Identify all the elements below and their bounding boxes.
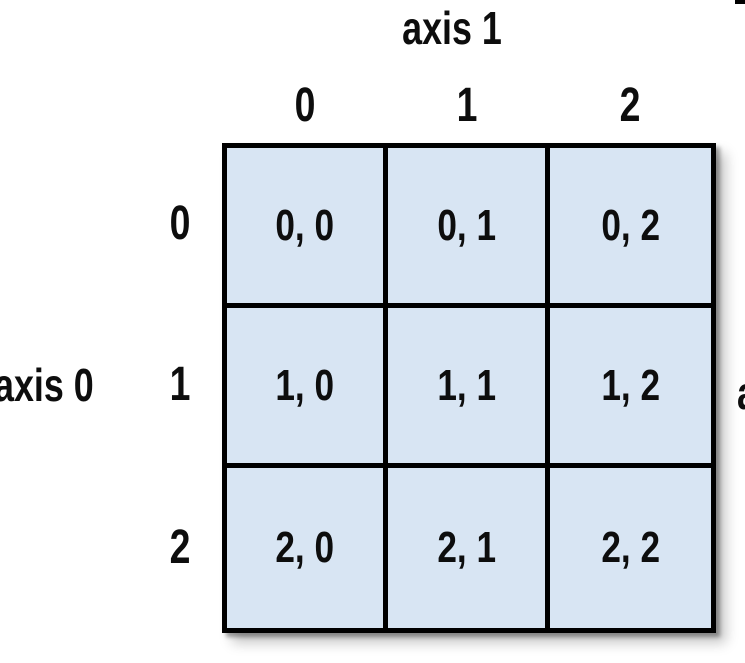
cell-label: 2, 1: [437, 523, 496, 572]
axis0-label: axis 0: [0, 359, 94, 411]
column-header-2: 2: [619, 79, 641, 132]
cell-label: 1, 1: [437, 360, 496, 410]
array-cell-0-2: 0, 2: [549, 148, 711, 308]
array-grid: 0, 0 0, 1 0, 2 1, 0 1, 1 1, 2 2, 0 2, 1 …: [222, 143, 716, 633]
axis1-label: axis 1: [402, 2, 502, 54]
array-cell-0-1: 0, 1: [388, 148, 550, 308]
cell-label: 0, 0: [275, 200, 335, 250]
cell-label: 0, 1: [437, 200, 496, 250]
array-cell-1-2: 1, 2: [549, 308, 711, 468]
cell-label: 1, 2: [600, 360, 660, 410]
array-cell-2-0: 2, 0: [227, 468, 389, 628]
column-header-1: 1: [456, 79, 478, 132]
array-cell-1-0: 1, 0: [227, 308, 389, 468]
array-cell-2-2: 2, 2: [549, 468, 711, 628]
row-header-1: 1: [169, 358, 191, 411]
page-rule-fragment: [735, 0, 745, 4]
cell-label: 2, 0: [275, 523, 335, 572]
cell-label: 1, 0: [275, 360, 335, 410]
array-cell-2-1: 2, 1: [388, 468, 550, 628]
array-cell-1-1: 1, 1: [388, 308, 550, 468]
right-edge-clipped-text: a: [737, 370, 745, 416]
row-header-0: 0: [169, 197, 191, 250]
array-cell-0-0: 0, 0: [227, 148, 389, 308]
row-header-2: 2: [169, 521, 191, 574]
cell-label: 2, 2: [600, 523, 660, 572]
cell-label: 0, 2: [600, 200, 660, 250]
column-header-0: 0: [294, 79, 316, 132]
